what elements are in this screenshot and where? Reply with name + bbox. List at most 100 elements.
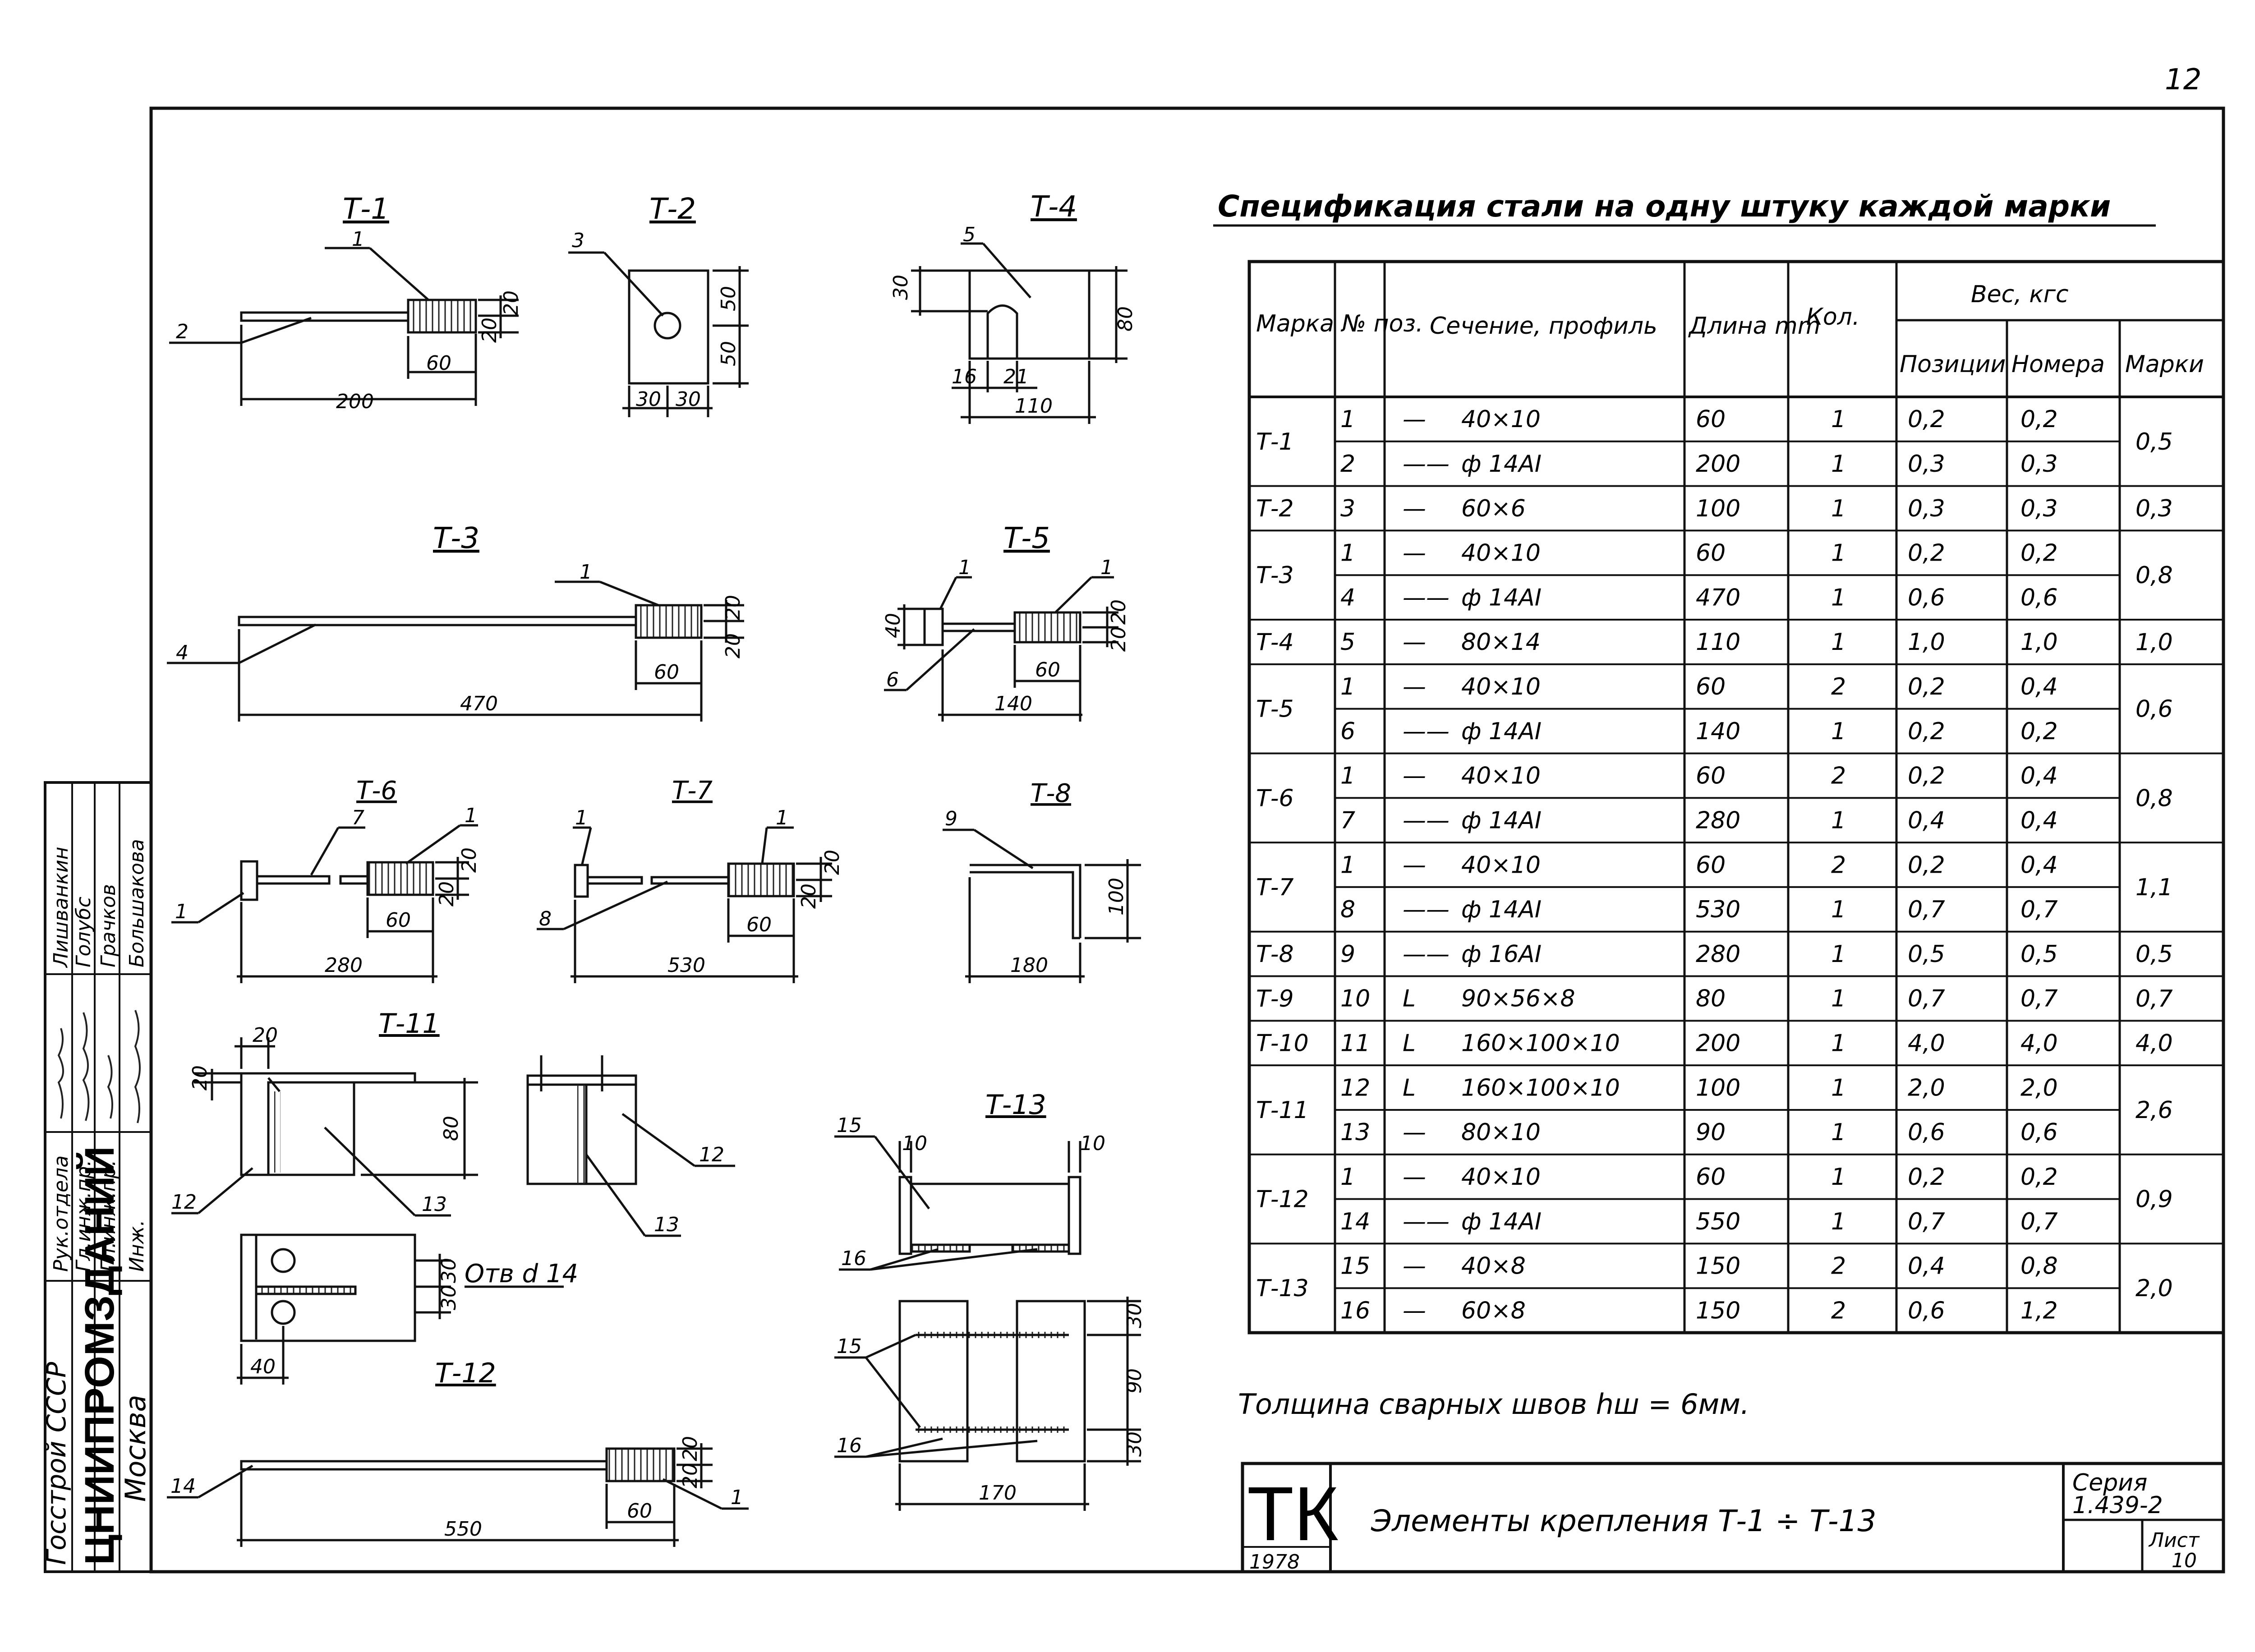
t6-pos-2: 1 (465, 804, 477, 827)
table-cell-qty: 1 (1831, 629, 1846, 656)
table-cell-qty: 1 (1831, 406, 1846, 433)
table-cell-weight-position: 0,2 (1908, 540, 1945, 567)
table-cell-length: 80 (1696, 985, 1726, 1012)
table-cell-length: 470 (1696, 584, 1740, 611)
t5-pos-1: 1 (958, 556, 971, 579)
table-cell-weight-position: 0,6 (1908, 584, 1945, 611)
t13-pos-3: 15 (837, 1335, 862, 1358)
table-cell-profile-symbol: —— (1403, 807, 1450, 834)
table-cell-length: 60 (1696, 673, 1726, 700)
hdr-pos: № поз. (1340, 310, 1423, 337)
weld-note: Толщина сварных швов hш = 6мм. (1238, 1388, 1749, 1421)
t8-pos: 9 (945, 807, 957, 830)
table-cell-section: 40×8 (1461, 1253, 1526, 1280)
detail-t8 (943, 828, 1141, 983)
table-cell-pos: 12 (1340, 1074, 1370, 1101)
table-cell-length: 150 (1696, 1297, 1740, 1324)
signature-4 (134, 1010, 141, 1123)
t1-dim-len: 200 (336, 390, 374, 413)
table-cell-pos: 4 (1340, 584, 1355, 611)
t4-dim-a: 16 (952, 365, 977, 388)
table-cell-weight-number: 4,0 (2020, 1030, 2058, 1057)
table-cell-profile-symbol: — (1403, 1119, 1426, 1146)
table-cell-profile-symbol: L (1403, 1074, 1416, 1101)
detail-t7 (537, 826, 832, 983)
t7-pos-1: 1 (575, 806, 588, 829)
t13-pos-2: 16 (841, 1247, 866, 1270)
stamp-series: 1.439-2 (2072, 1492, 2163, 1519)
t7-dim-plate: 60 (746, 913, 772, 936)
t7-dim-a: 20 (821, 850, 844, 875)
t1-dim-a: 20 (500, 290, 523, 316)
table-cell-profile-symbol: — (1403, 851, 1426, 879)
t6-title: Т-6 (356, 776, 397, 805)
table-cell-qty: 2 (1831, 851, 1846, 879)
t3-dim-b: 20 (722, 633, 745, 658)
table-cell-mark: Т-9 (1256, 985, 1294, 1012)
table-cell-weight-number: 0,4 (2020, 807, 2058, 834)
table-cell-section: 80×14 (1461, 629, 1541, 656)
side-stamp-frame (44, 781, 152, 1573)
hdr-mark: Марка (1256, 310, 1334, 337)
table-cell-qty: 1 (1831, 941, 1846, 968)
t7-title: Т-7 (672, 776, 713, 805)
side-city: Москва (119, 1395, 152, 1502)
table-cell-pos: 7 (1340, 807, 1355, 834)
table-cell-section: 40×10 (1461, 763, 1541, 790)
table-cell-weight-number: 2,0 (2020, 1074, 2058, 1101)
t8-title: Т-8 (1031, 779, 1071, 808)
table-cell-length: 550 (1696, 1208, 1740, 1235)
table-cell-weight-mark: 0,5 (2135, 941, 2173, 968)
table-cell-pos: 15 (1340, 1253, 1370, 1280)
t12-title: Т-12 (435, 1357, 496, 1389)
t12-dim-40: 40 (250, 1355, 276, 1378)
table-cell-weight-position: 1,0 (1908, 629, 1945, 656)
table-cell-weight-position: 2,0 (1908, 1074, 1945, 1101)
table-cell-profile-symbol: — (1403, 673, 1426, 700)
table-cell-length: 530 (1696, 896, 1740, 923)
t11-dim-20b: 20 (189, 1065, 212, 1091)
t3-pos-2: 4 (176, 641, 189, 664)
stamp-sheet: 10 (2172, 1549, 2197, 1572)
table-cell-weight-mark: 2,6 (2135, 1097, 2173, 1124)
detail-t11 (171, 1037, 735, 1385)
table-cell-mark: Т-6 (1256, 785, 1294, 812)
table-cell-weight-number: 0,2 (2020, 718, 2058, 745)
table-cell-profile-symbol: — (1403, 1253, 1426, 1280)
table-cell-section: ф 14АI (1461, 718, 1542, 745)
table-cell-length: 200 (1696, 451, 1740, 478)
stamp-sheet-label: Лист (2148, 1529, 2200, 1552)
table-cell-profile-symbol: — (1403, 540, 1426, 567)
t13-dim-30b: 30 (1123, 1431, 1146, 1457)
stamp-logo: ТК (1247, 1471, 1339, 1557)
table-cell-qty: 1 (1831, 540, 1846, 567)
t5-dim-plate: 60 (1035, 658, 1060, 681)
table-cell-weight-position: 0,2 (1908, 718, 1945, 745)
t3-pos-1: 1 (580, 561, 592, 584)
table-cell-profile-symbol: —— (1403, 584, 1450, 611)
table-cell-weight-number: 0,7 (2020, 896, 2058, 923)
table-cell-mark: Т-13 (1256, 1275, 1309, 1302)
t5-pos-3: 6 (886, 668, 899, 691)
hdr-length: Длина mm (1688, 313, 1820, 340)
t13-dim-10a: 10 (902, 1132, 927, 1155)
table-cell-weight-mark: 0,7 (2135, 985, 2173, 1012)
table-cell-mark: Т-8 (1256, 941, 1294, 968)
detail-t5 (884, 576, 1118, 722)
table-cell-pos: 1 (1340, 406, 1355, 433)
table-cell-weight-mark: 0,8 (2135, 785, 2173, 812)
table-cell-section: 160×100×10 (1461, 1030, 1620, 1057)
t12-dim-a: 20 (679, 1436, 702, 1461)
table-cell-weight-number: 0,5 (2020, 941, 2058, 968)
table-cell-mark: Т-1 (1256, 428, 1294, 456)
side-org1: Госстрой СССР (41, 1362, 72, 1565)
table-cell-length: 280 (1696, 807, 1740, 834)
t2-dim-w1: 30 (636, 388, 661, 411)
table-cell-profile-symbol: — (1403, 406, 1426, 433)
table-cell-profile-symbol: —— (1403, 941, 1450, 968)
table-cell-section: 40×10 (1461, 851, 1541, 879)
t12-dim-30b: 30 (437, 1285, 460, 1310)
t11-pos-4: 13 (654, 1213, 679, 1236)
